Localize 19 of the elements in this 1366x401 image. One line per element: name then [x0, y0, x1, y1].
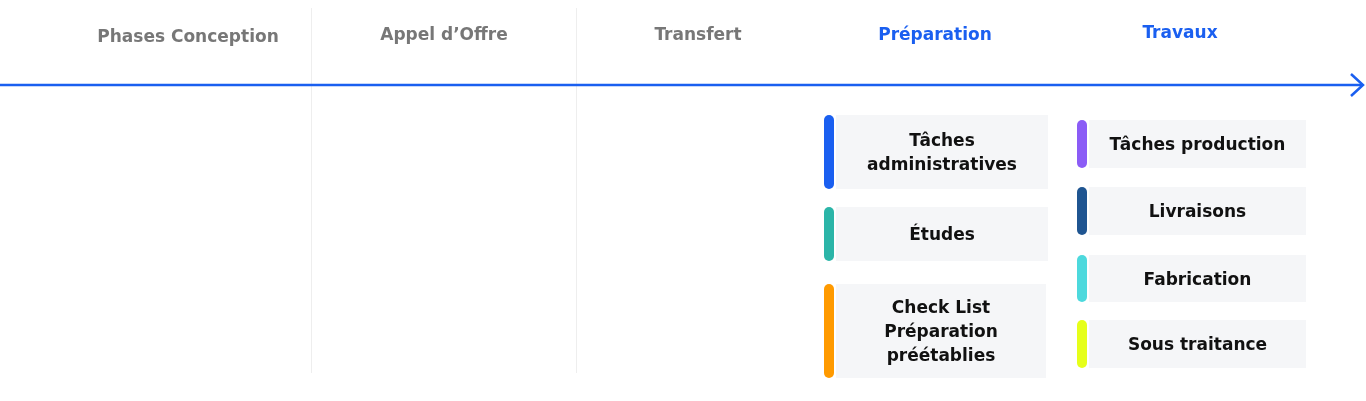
- task-card: [824, 284, 1046, 378]
- task-card: [824, 207, 1048, 261]
- card-title: Livraisons: [1147, 200, 1248, 223]
- task-card: [1077, 120, 1306, 168]
- card-title: Tâches production: [1108, 133, 1287, 156]
- card-title: Check List Préparation préétablies: [883, 296, 999, 367]
- task-card: [1077, 320, 1306, 368]
- task-card: [1077, 255, 1306, 302]
- task-card: [824, 115, 1048, 189]
- task-card: [1077, 187, 1306, 235]
- phase-heading: Préparation: [878, 24, 992, 44]
- card-title: Fabrication: [1142, 267, 1253, 291]
- phase-heading: Appel d’Offre: [380, 24, 508, 44]
- card-title: Sous traitance: [1126, 333, 1269, 356]
- phase-heading: Phases Conception: [97, 26, 279, 46]
- card-title: Tâches administratives: [866, 129, 1018, 176]
- phase-heading: Transfert: [654, 24, 742, 44]
- card-title: Études: [908, 222, 976, 246]
- phase-heading: Travaux: [1142, 22, 1218, 42]
